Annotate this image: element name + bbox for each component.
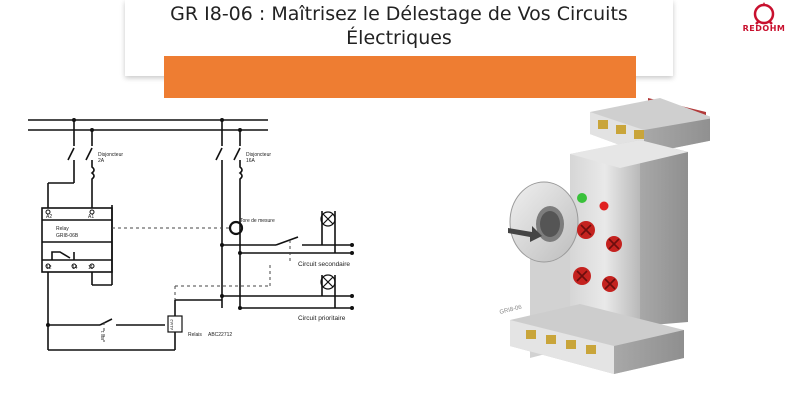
torus-label: Tore de mesure <box>240 218 275 224</box>
terminal-12: 12 <box>46 265 52 271</box>
terminal-a2: A2 <box>46 214 52 220</box>
wiring-schematic: Disjoncteur 2A Disjoncteur 16A Tore de m… <box>28 118 354 351</box>
breaker-1-label: Disjoncteur <box>98 152 123 158</box>
terminal-11: 11 <box>88 265 93 271</box>
device-model-label: GRI8-06 <box>499 304 523 315</box>
relay-label: Relay <box>56 226 69 232</box>
orange-accent-bar <box>164 56 636 98</box>
relay-device-illustration: GRI8-06 <box>499 98 710 374</box>
relay-model: GRI8-06B <box>56 233 79 239</box>
breaker-1-rating: 2A <box>98 158 105 164</box>
relay-box-model: ABC22712 <box>208 332 232 338</box>
page-title: GR I8-06 : Maîtrisez le Délestage de Vos… <box>170 3 628 49</box>
circuit-secondary-label: Circuit secondaire <box>298 261 350 268</box>
terminal-14: 14 <box>72 265 78 271</box>
relay-box-label: Relais <box>188 332 202 338</box>
breaker-2-rating: 16A <box>246 158 256 164</box>
relay-box-coil: A1/A2 <box>169 318 174 330</box>
redohm-logo-icon <box>753 2 775 25</box>
terminal-a1: A1 <box>88 214 94 220</box>
logo-text: REDOHM <box>742 24 786 33</box>
breaker-2-label: Disjoncteur <box>246 152 271 158</box>
push-button-label: BP 1 <box>100 330 105 340</box>
torus-icon <box>228 220 244 236</box>
circuit-priority-label: Circuit prioritaire <box>298 315 346 322</box>
